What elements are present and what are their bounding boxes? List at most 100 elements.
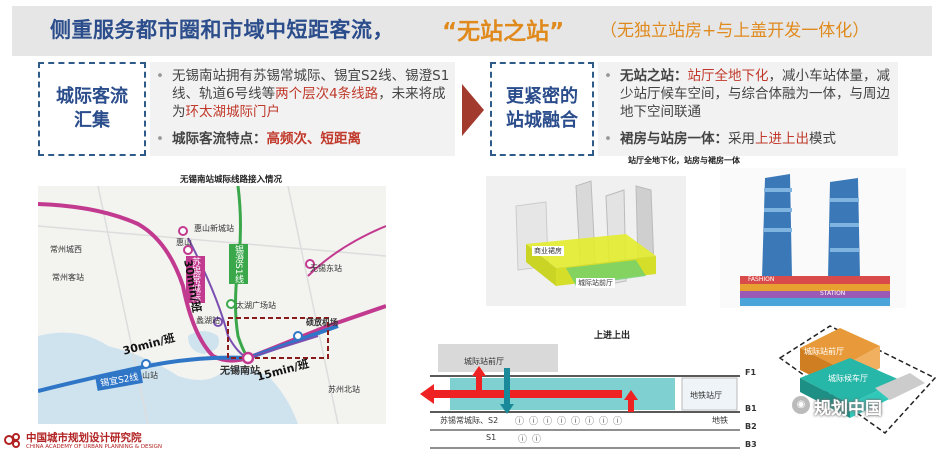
level-b2: B2 [745,422,757,431]
level-b1: B1 [745,404,757,413]
metro-hall-block [681,377,738,411]
iso-label-waiting: 城际候车厅 [828,374,868,383]
flow-arrow-up [476,374,482,396]
train-icons: ⓘⓘⓘⓘⓘⓘⓘⓘ [515,417,628,427]
tower-section-render: FASHION STATION [720,168,906,308]
massing-render: 商业裙房 城际站前厅 [486,176,686,306]
station-focus-box [227,317,329,359]
render-label-hall: 城际站前厅 [576,278,615,288]
road [38,225,386,257]
left-bullet-2: •城际客流特点：高频次、短距离 [156,131,361,147]
station-marker [141,359,151,369]
map-label-changzhou-kr: 常州客站 [52,273,84,282]
left-bullet-panel: •无锡南站拥有苏锡常城际、锡宜S2线、锡澄S1线、轨道6号线等两个层次4条线路，… [150,62,455,156]
isometric-svg [778,325,937,434]
road [97,186,149,424]
tower-stripes [830,248,859,252]
station-marker [183,245,193,255]
iso-boundary [778,325,937,434]
map-label-shuofang: 硕放机场 [306,318,338,327]
render-label-station: STATION [820,290,846,297]
title-subtitle: （无独立站房+与上盖开发一体化） [600,21,870,41]
podium-layer [740,291,890,298]
section-b3-line-label: S1 [486,433,497,442]
render-label-podium: 商业裙房 [532,246,564,256]
intercity-line-tag: 苏锡常城际 [186,256,205,303]
level-f1: F1 [745,368,757,377]
station-marker [178,226,188,236]
render-label-fashion: FASHION [748,276,775,283]
map-label-mashan: 马山站 [134,371,158,380]
train-icons: ⓘⓘ [518,435,547,445]
section-caption: 上进上出 [594,331,631,341]
iso-block-teal [800,358,900,404]
road [287,186,339,424]
footer-org-en: CHINA ACADEMY OF URBAN PLANNING & DESIGN [26,444,163,450]
flow-arrow-up-head [472,366,486,376]
right-bullet-2: •裙房与站房一体：采用上进上出模式 [604,131,836,147]
map-label-wuxi-east: 无锡东站 [310,264,342,273]
hall-block [438,344,558,372]
station-marker [241,351,255,365]
station-marker [226,299,236,309]
section-metro-hall-label: 地铁站厅 [690,391,722,400]
concept-box-intercity: 城际客流 汇集 [38,62,146,156]
taihu-lake [38,332,298,424]
map-label-huishan: 惠山 [176,238,192,247]
section-b2-metro-label: 地铁 [712,416,728,425]
title-highlight: “无站之站” [442,19,565,45]
page-title: 侧重服务都市圈和市域中短距客流， [50,18,394,42]
title-banner [12,6,932,56]
section-diagram: 城际站前厅 地铁站厅 苏锡常城际、S2 ⓘⓘⓘⓘⓘⓘⓘⓘ 地铁 S1 ⓘⓘ F1… [420,338,760,452]
section-svg [420,344,740,449]
iso-label-hall: 城际站前厅 [804,347,844,356]
map-label-wuxi-south: 无锡南站 [220,366,260,377]
map-label-lihu: 蠡湖站 [196,316,220,325]
s1-line [234,186,250,359]
tower-stripes [830,198,859,202]
station-marker [305,259,315,269]
footer-org-cn: 中国城市规划设计研究院 [26,432,142,444]
flow-arrow-down-head [500,404,514,414]
watermark-text: 规划中国 [814,399,882,419]
tower-left [762,174,792,278]
map-label-huishan-new: 惠山新城站 [194,224,234,233]
wechat-icon: ◉ [792,396,810,414]
section-b2-line-label: 苏锡常城际、S2 [440,416,499,425]
flow-arrow-left [432,390,622,398]
flow-arrow-down [504,368,510,406]
podium [526,234,656,268]
iso-block-grey [875,373,925,400]
iso-block-teal [800,378,850,418]
section-hall-label: 城际站前厅 [464,357,504,366]
tower-stripes [764,228,792,232]
map-label-taihu-square: 太湖广场站 [236,301,276,310]
map-label-suzhou: 苏州北站 [328,385,360,394]
station-marker [293,331,303,341]
level-b3: B3 [745,440,757,449]
concept-box-integration: 更紧密的 站城融合 [490,62,594,156]
s1-line-tag: 锡澄S1线 [229,244,248,285]
right-bullet-1: •无站之站：站厅全地下化，减小车站体量，减少站厅候车空间，与综合体融为一体，与周… [604,68,890,120]
tower-stripes [764,208,792,212]
station-marker [213,317,223,327]
render-caption: 站厅全地下化，站房与裙房一体 [628,156,740,165]
caupd-logo-icon [4,432,22,448]
podium-layer [740,276,890,284]
left-bullet-1: •无锡南站拥有苏锡常城际、锡宜S2线、锡澄S1线、轨道6号线等两个层次4条线路，… [156,68,450,120]
tower-stripes [830,223,859,227]
flow-arrow-up-head [624,390,638,400]
map-caption: 无锡南站城际线路接入情况 [180,175,283,185]
arrow-right-icon [462,84,484,136]
flow-arrow-left-head [420,384,434,404]
tower-stripes [764,188,792,192]
map-label-changzhou-west: 常州城西 [50,245,82,254]
east-line [307,225,386,277]
intercity-map: 惠山 惠山新城站 无锡东站 太湖广场站 蠡湖站 硕放机场 无锡南站 马山站 常州… [38,186,386,424]
right-bullet-panel: •无站之站：站厅全地下化，减小车站体量，减少站厅候车空间，与综合体融为一体，与周… [598,62,898,156]
isometric-render: 城际站前厅 城际候车厅 [760,318,940,448]
tower-section-svg [740,174,890,306]
tower-right [828,178,860,278]
flow-arrow-up [628,398,634,412]
podium-layer [740,284,890,291]
